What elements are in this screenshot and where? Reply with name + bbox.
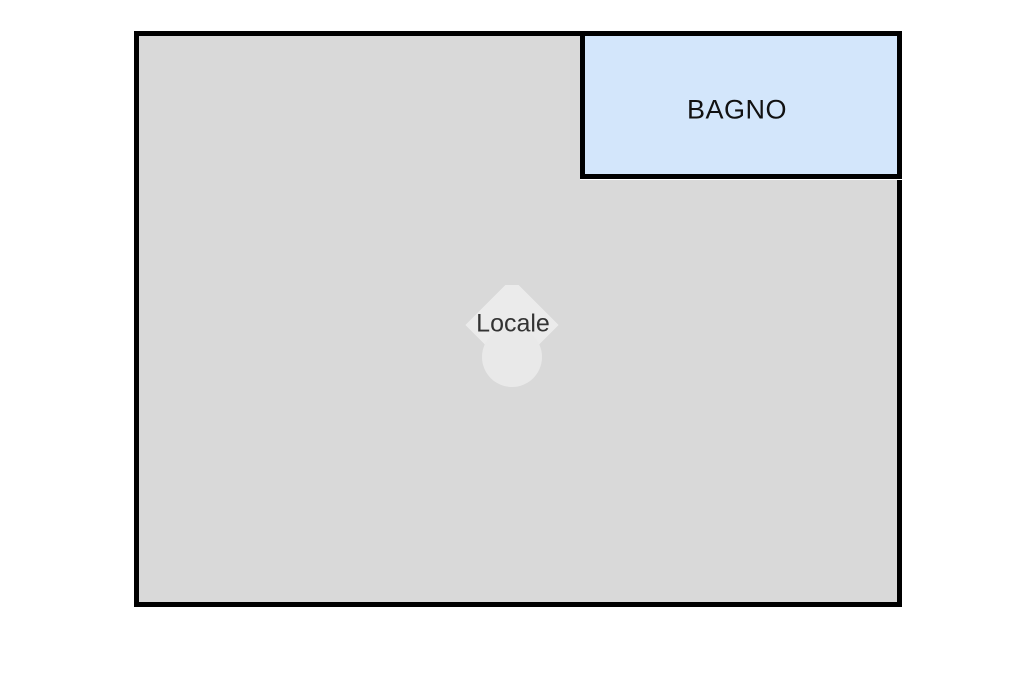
room-bagno: [580, 31, 902, 179]
